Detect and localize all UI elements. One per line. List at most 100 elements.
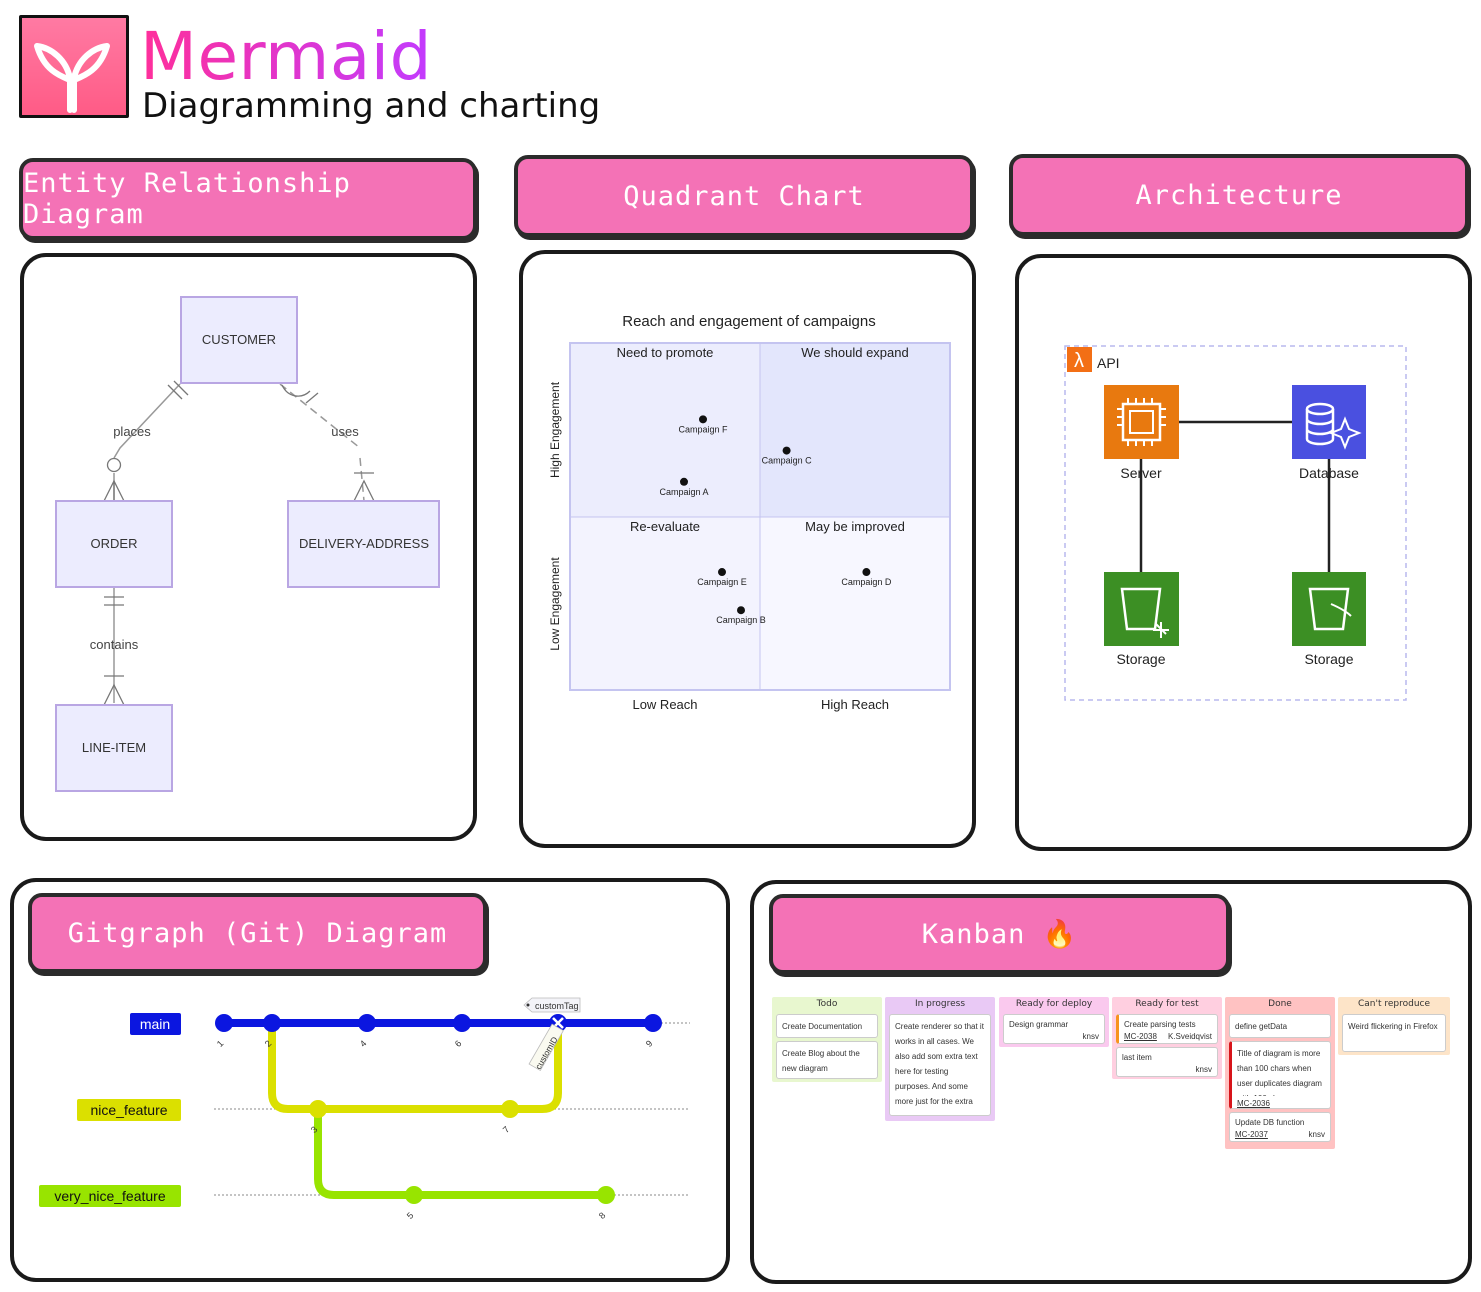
svg-text:1: 1: [215, 1038, 226, 1049]
architecture-group-api: [1064, 345, 1407, 701]
kanban-card-text: Weird flickering in Firefox: [1348, 1022, 1438, 1031]
quadrant-q1-bg: [760, 343, 950, 517]
quadrant-point-label-3: Campaign A: [659, 487, 708, 497]
svg-text:nice_feature: nice_feature: [90, 1102, 167, 1118]
kanban-card[interactable]: last item knsv: [1116, 1047, 1218, 1077]
kanban-column-title: Ready for deploy: [1015, 999, 1093, 1009]
kanban-card-assignee: knsv: [1195, 1065, 1212, 1074]
kanban-column-title: Ready for test: [1135, 999, 1199, 1009]
svg-text:8: 8: [597, 1210, 608, 1221]
kanban-card[interactable]: Title of diagram is more than 100 chars …: [1229, 1041, 1331, 1109]
kanban-card[interactable]: Update DB function MC-2037 knsv: [1229, 1112, 1331, 1142]
mermaid-logo: [19, 15, 129, 118]
storage-1-label: Storage: [1116, 651, 1165, 667]
er-entity-line-item: [55, 704, 173, 792]
quadrant-q2-label: Need to promote: [617, 345, 714, 360]
er-label-contains: contains: [90, 637, 139, 652]
kanban-section-label: Kanban 🔥: [921, 919, 1078, 950]
quadrant-point-label-1: Campaign F: [678, 424, 728, 434]
er-diagram: CUSTOMER ORDER DELIVERY-ADDRESS LINE-ITE…: [55, 296, 440, 792]
kanban-column-title: Todo: [816, 999, 838, 1009]
branch-label-main: [130, 1013, 181, 1035]
database-label: Database: [1299, 465, 1359, 481]
kanban-column-done: Done define getData Title of diagram is …: [1225, 997, 1335, 1149]
svg-text:very_nice_feature: very_nice_feature: [54, 1188, 166, 1204]
quadrant-q4-label: May be improved: [805, 519, 905, 534]
er-line-places: [113, 383, 181, 459]
kanban-card[interactable]: Create parsing tests MC-2038 K.Sveidqvis…: [1116, 1014, 1218, 1044]
quadrant-q3-bg: [570, 517, 760, 690]
quadrant-q3-label: Re-evaluate: [630, 519, 700, 534]
quadrant-point-label-2: Campaign C: [762, 456, 813, 466]
kanban-card-ticket[interactable]: MC-2036: [1237, 1099, 1270, 1108]
kanban-card-text: define getData: [1235, 1022, 1288, 1031]
kanban-column-title: Done: [1268, 999, 1292, 1009]
kanban-card[interactable]: define getData: [1229, 1014, 1331, 1038]
quadrant-point-3: [680, 477, 688, 486]
quadrant-point-1: [699, 415, 707, 424]
app-subtitle: Diagramming and charting: [142, 86, 601, 126]
commit-3: 3: [309, 1100, 327, 1135]
commit-8: 8: [597, 1186, 615, 1221]
kanban-column-title: Can't reproduce: [1357, 999, 1431, 1009]
kanban-card-assignee: knsv: [1082, 1032, 1099, 1041]
server-icon: [1104, 385, 1179, 459]
er-section-label: Entity Relationship Diagram: [23, 168, 351, 230]
quadrant-chart-title: Reach and engagement of campaigns: [622, 313, 876, 330]
gitgraph-section-label: Gitgraph (Git) Diagram: [67, 917, 448, 949]
architecture-section-title: Architecture: [1009, 154, 1469, 236]
kanban-card-text: Design grammar: [1009, 1020, 1069, 1029]
quadrant-q1-label: We should expand: [801, 345, 908, 360]
commit-9: 9: [644, 1014, 662, 1049]
svg-text:6: 6: [453, 1038, 464, 1049]
svg-text:9: 9: [644, 1038, 655, 1049]
quadrant-section-label: Quadrant Chart: [623, 180, 865, 212]
lambda-icon: [1067, 347, 1092, 372]
er-label-places: places: [113, 424, 151, 439]
storage-bucket-icon: [1292, 572, 1366, 646]
app-title: Mermaid: [140, 18, 432, 95]
mermaid-tail-icon: [34, 43, 110, 113]
kanban-card[interactable]: Create Documentation: [776, 1014, 878, 1038]
kanban-card[interactable]: Design grammar knsv: [1003, 1014, 1105, 1044]
svg-text:5: 5: [405, 1210, 416, 1221]
er-label-uses: uses: [331, 424, 359, 439]
kanban-card-text: Update DB function: [1235, 1118, 1305, 1127]
kanban-card[interactable]: Create renderer so that it works in all …: [889, 1014, 991, 1116]
quadrant-point-4: [718, 568, 726, 577]
kanban-card-text: Create parsing tests: [1124, 1020, 1196, 1029]
er-entity-delivery-label: DELIVERY-ADDRESS: [299, 536, 429, 551]
kanban-card-assignee: K.Sveidqvist: [1167, 1032, 1212, 1041]
gitgraph-section-title: Gitgraph (Git) Diagram: [28, 893, 487, 973]
commit-7: 7: [501, 1100, 519, 1135]
er-entity-delivery-address: [287, 500, 440, 588]
kanban-card-ticket[interactable]: MC-2037: [1235, 1130, 1268, 1139]
kanban-column-ready-for-deploy: Ready for deploy Design grammar knsv: [999, 997, 1109, 1047]
storage-glacier-icon: [1104, 572, 1179, 646]
kanban-card-ticket[interactable]: MC-2038: [1124, 1032, 1157, 1041]
er-entity-lineitem-label: LINE-ITEM: [82, 740, 146, 755]
kanban-card-text: Create Blog about the new diagram: [782, 1049, 860, 1073]
commit-6: 6: [453, 1014, 471, 1049]
server-label: Server: [1120, 465, 1162, 481]
svg-text:2: 2: [263, 1038, 274, 1049]
quadrant-point-label-6: Campaign B: [716, 615, 766, 625]
quadrant-chart: Reach and engagement of campaigns We sho…: [548, 313, 951, 712]
commit-tag: customTag: [523, 997, 581, 1013]
kanban-column-title: In progress: [914, 999, 966, 1009]
branch-label-very-nice-feature: [39, 1185, 181, 1207]
commit-2: 2: [263, 1014, 281, 1049]
quadrant-q4-bg: [760, 517, 950, 690]
quadrant-point-label-5: Campaign D: [841, 577, 892, 587]
kanban-card[interactable]: Weird flickering in Firefox: [1342, 1014, 1446, 1052]
architecture-diagram: λ API Server Database Storage Storage: [1064, 345, 1407, 701]
commit-4: 4: [358, 1014, 376, 1049]
svg-text:3: 3: [309, 1124, 320, 1135]
quadrant-x-high-label: High Reach: [821, 697, 889, 712]
quadrant-point-5: [862, 568, 871, 577]
commit-5: 5: [405, 1186, 423, 1221]
storage-2-label: Storage: [1304, 651, 1353, 667]
kanban-card[interactable]: Create Blog about the new diagram: [776, 1041, 878, 1079]
kanban-card-text: Title of diagram is more than 100 chars …: [1237, 1049, 1322, 1096]
